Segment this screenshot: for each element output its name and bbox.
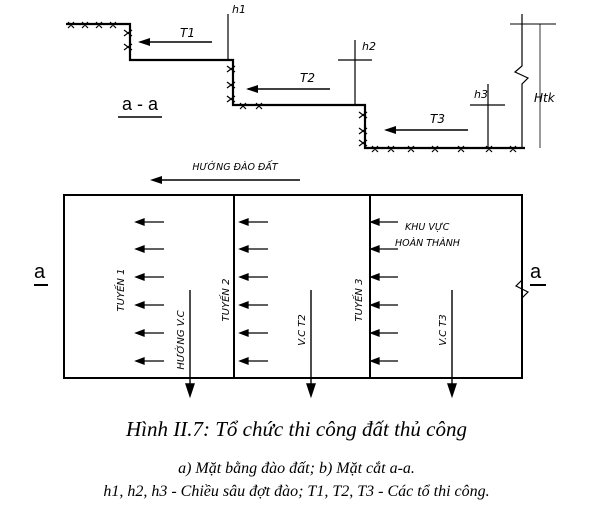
figure-caption-line-2: h1, h2, h3 - Chiều sâu đợt đào; T1, T2, … bbox=[103, 483, 490, 500]
h3-label: h3 bbox=[474, 88, 488, 101]
t3-label: T3 bbox=[430, 112, 445, 126]
vc-t2-label: V.C T2 bbox=[297, 314, 308, 346]
transport-arrows bbox=[185, 290, 457, 399]
t1-label: T1 bbox=[180, 26, 195, 40]
tuyen-3-label: TUYẾN 3 bbox=[351, 279, 365, 322]
plan-outline bbox=[63, 194, 523, 379]
cut-mark-left: a bbox=[34, 261, 46, 283]
htk-label: Htk bbox=[534, 91, 556, 105]
h2-label: h2 bbox=[362, 40, 376, 53]
figure-caption-title: Hình II.7: Tổ chức thi công đất thủ công bbox=[126, 417, 467, 441]
section-label: a - a bbox=[122, 94, 159, 114]
tuyen-1-label: TUYẾN 1 bbox=[113, 269, 127, 312]
t2-label: T2 bbox=[300, 71, 315, 85]
htk-dim-line bbox=[513, 14, 530, 148]
soil-hatching bbox=[67, 21, 517, 153]
work-arrows bbox=[134, 218, 398, 365]
direction-label: HƯỚNG ĐÀO ĐẤT bbox=[192, 161, 278, 173]
h1-label: h1 bbox=[232, 3, 246, 16]
figure-caption-line-1: a) Mặt bằng đào đất; b) Mặt cắt a-a. bbox=[178, 460, 415, 477]
finished-area-label-2: HOÀN THÀNH bbox=[395, 237, 460, 249]
section-aa bbox=[66, 14, 556, 153]
section-arrowheads bbox=[138, 38, 396, 134]
finished-area-label-1: KHU VỰC bbox=[405, 222, 450, 233]
tuyen-2-label: TUYẾN 2 bbox=[218, 279, 232, 322]
huong-vc-label: HƯỚNG V.C bbox=[174, 310, 187, 369]
vc-t3-label: V.C T3 bbox=[438, 314, 449, 346]
cut-mark-right: a bbox=[530, 261, 542, 283]
